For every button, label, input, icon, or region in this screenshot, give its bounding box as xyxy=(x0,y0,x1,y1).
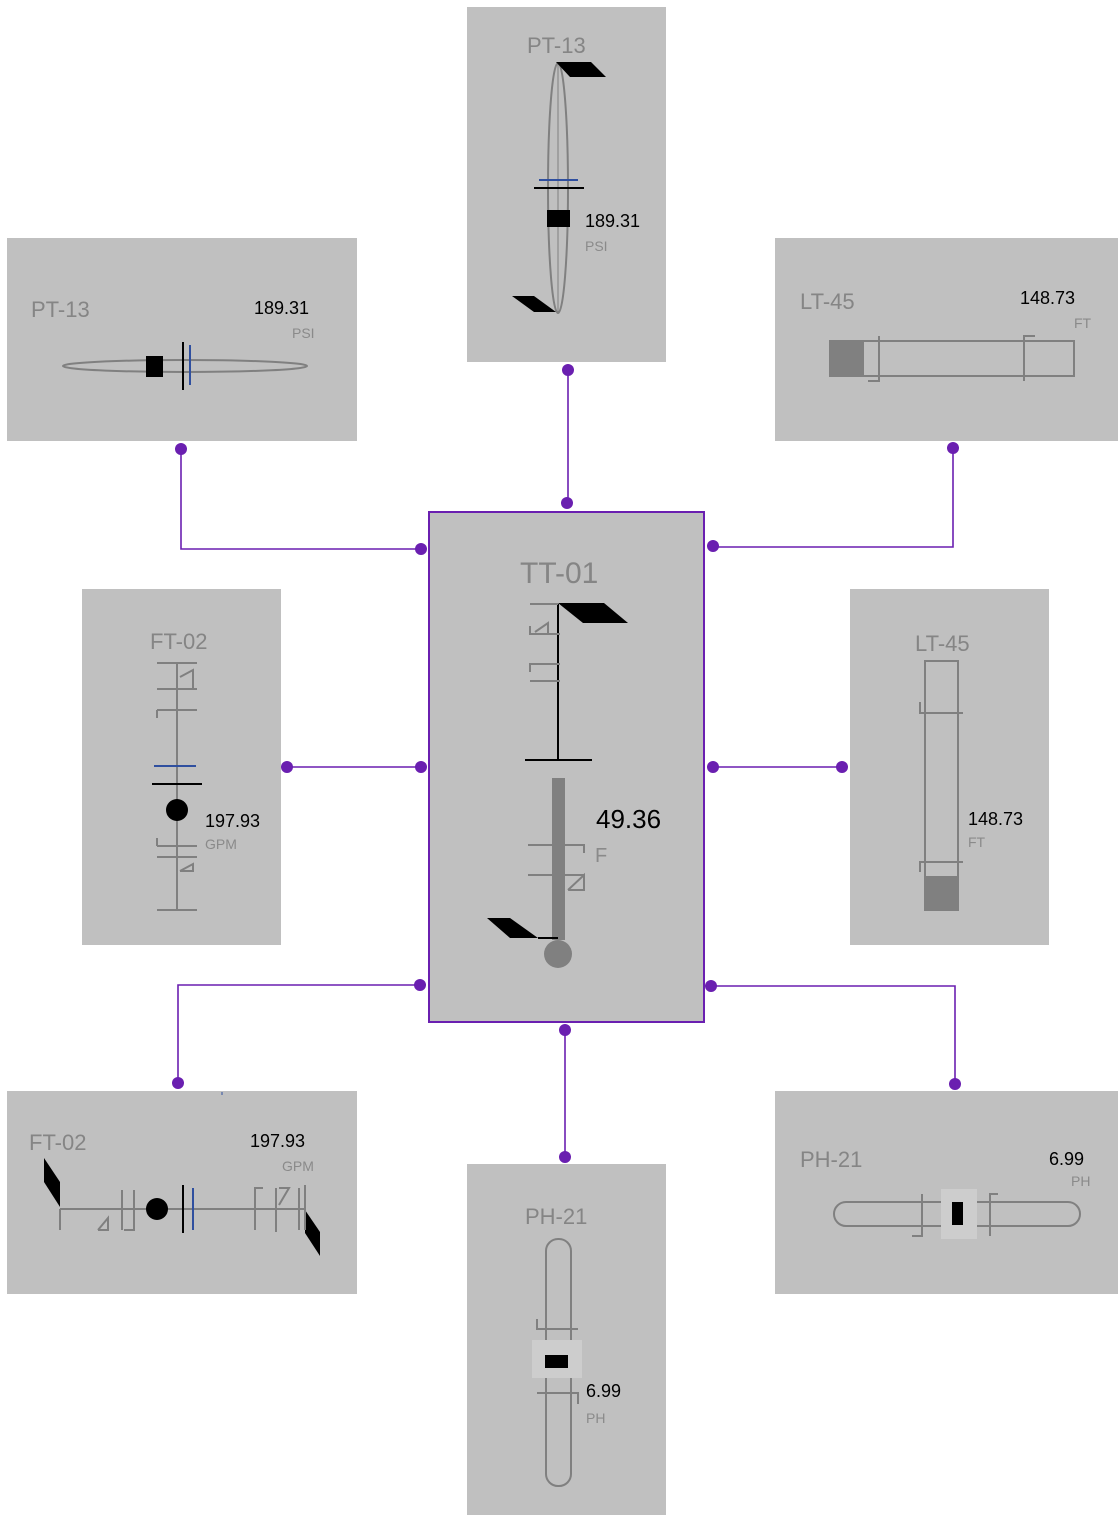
lt45-vertical-tag: LT-45 xyxy=(915,631,970,656)
node xyxy=(561,497,573,509)
ft02-vertical-value: 197.93 xyxy=(205,811,261,831)
node xyxy=(415,543,427,555)
node xyxy=(707,761,719,773)
lt45-horizontal-unit: FT xyxy=(1074,315,1092,331)
low-limit-flag xyxy=(487,918,538,938)
ft02-horizontal-unit: GPM xyxy=(282,1158,314,1174)
pt13-horizontal-gauge xyxy=(62,342,308,390)
lt45-horizontal-value: 148.73 xyxy=(1020,288,1076,308)
node xyxy=(947,442,959,454)
ft02-horizontal-gauge xyxy=(44,1158,320,1256)
node xyxy=(949,1078,961,1090)
pressure-ellipse xyxy=(62,359,308,373)
node xyxy=(414,979,426,991)
level-fill xyxy=(830,341,864,376)
tt01-value: 49.36 xyxy=(596,804,662,834)
high-limit-flag xyxy=(305,1210,320,1256)
connector-ph21-horizontal xyxy=(711,985,956,1084)
ph21-vertical-value: 6.99 xyxy=(586,1381,622,1401)
high-limit-flag xyxy=(558,603,628,623)
ft02-horizontal-tag: FT-02 xyxy=(29,1130,87,1155)
tank-outline xyxy=(829,340,1075,377)
lt45-vertical-unit: FT xyxy=(968,834,986,850)
panel-tt01-central[interactable] xyxy=(428,511,705,1023)
ft02-vertical-gauge xyxy=(152,662,202,911)
ph21-vertical-unit: PH xyxy=(586,1410,606,1426)
value-marker xyxy=(166,799,188,821)
lt45-horizontal-gauge xyxy=(829,335,1075,382)
tt01-unit: F xyxy=(595,845,608,867)
node xyxy=(172,1077,184,1089)
value-marker xyxy=(547,210,570,227)
ph21-vertical-tag: PH-21 xyxy=(525,1204,588,1229)
value-marker xyxy=(146,356,163,377)
connector-nodes xyxy=(172,364,961,1163)
pt13-horizontal-value: 189.31 xyxy=(254,298,310,318)
pt13-vertical-tag: PT-13 xyxy=(527,33,586,58)
pt13-horizontal-unit: PSI xyxy=(292,325,315,341)
connectors xyxy=(177,370,956,1157)
mercury-column xyxy=(552,778,565,940)
connector-lt45-horizontal xyxy=(713,448,954,548)
connector-ft02-horizontal xyxy=(177,984,420,1083)
low-limit-flag xyxy=(512,296,556,312)
thermometer-bulb xyxy=(544,940,572,968)
panel-lt45-horizontal[interactable] xyxy=(775,238,1118,441)
value-marker xyxy=(545,1355,568,1368)
node xyxy=(836,761,848,773)
high-limit-flag xyxy=(556,62,606,77)
node xyxy=(559,1024,571,1036)
pt13-vertical-value: 189.31 xyxy=(585,211,641,231)
level-fill xyxy=(925,876,958,910)
ph21-vertical-gauge xyxy=(532,1238,582,1487)
ph21-horizontal-unit: PH xyxy=(1071,1173,1091,1189)
node xyxy=(281,761,293,773)
pt13-vertical-unit: PSI xyxy=(585,238,608,254)
ft02-vertical-tag: FT-02 xyxy=(150,629,208,654)
pt13-horizontal-tag: PT-13 xyxy=(31,297,90,322)
ph21-horizontal-gauge xyxy=(833,1189,1081,1239)
lt45-vertical-gauge xyxy=(919,660,963,911)
pt13-vertical-gauge xyxy=(512,62,606,314)
node xyxy=(705,980,717,992)
node xyxy=(559,1151,571,1163)
node xyxy=(175,443,187,455)
value-marker xyxy=(952,1202,963,1225)
tank-outline xyxy=(924,660,959,911)
panel-ph21-vertical[interactable] xyxy=(467,1164,666,1515)
tt01-thermometer xyxy=(487,603,628,968)
tt01-tag: TT-01 xyxy=(520,557,599,590)
ph21-horizontal-value: 6.99 xyxy=(1049,1149,1085,1169)
value-marker xyxy=(146,1198,168,1220)
node xyxy=(562,364,574,376)
panel-pt13-horizontal[interactable] xyxy=(7,238,357,441)
lt45-horizontal-tag: LT-45 xyxy=(800,289,855,314)
ft02-vertical-unit: GPM xyxy=(205,836,237,852)
ft02-horizontal-value: 197.93 xyxy=(250,1131,306,1151)
lt45-vertical-value: 148.73 xyxy=(968,809,1024,829)
node xyxy=(415,761,427,773)
low-limit-flag xyxy=(44,1158,60,1207)
connector-pt13-horizontal xyxy=(180,449,421,550)
node xyxy=(707,540,719,552)
ph21-horizontal-tag: PH-21 xyxy=(800,1147,863,1172)
